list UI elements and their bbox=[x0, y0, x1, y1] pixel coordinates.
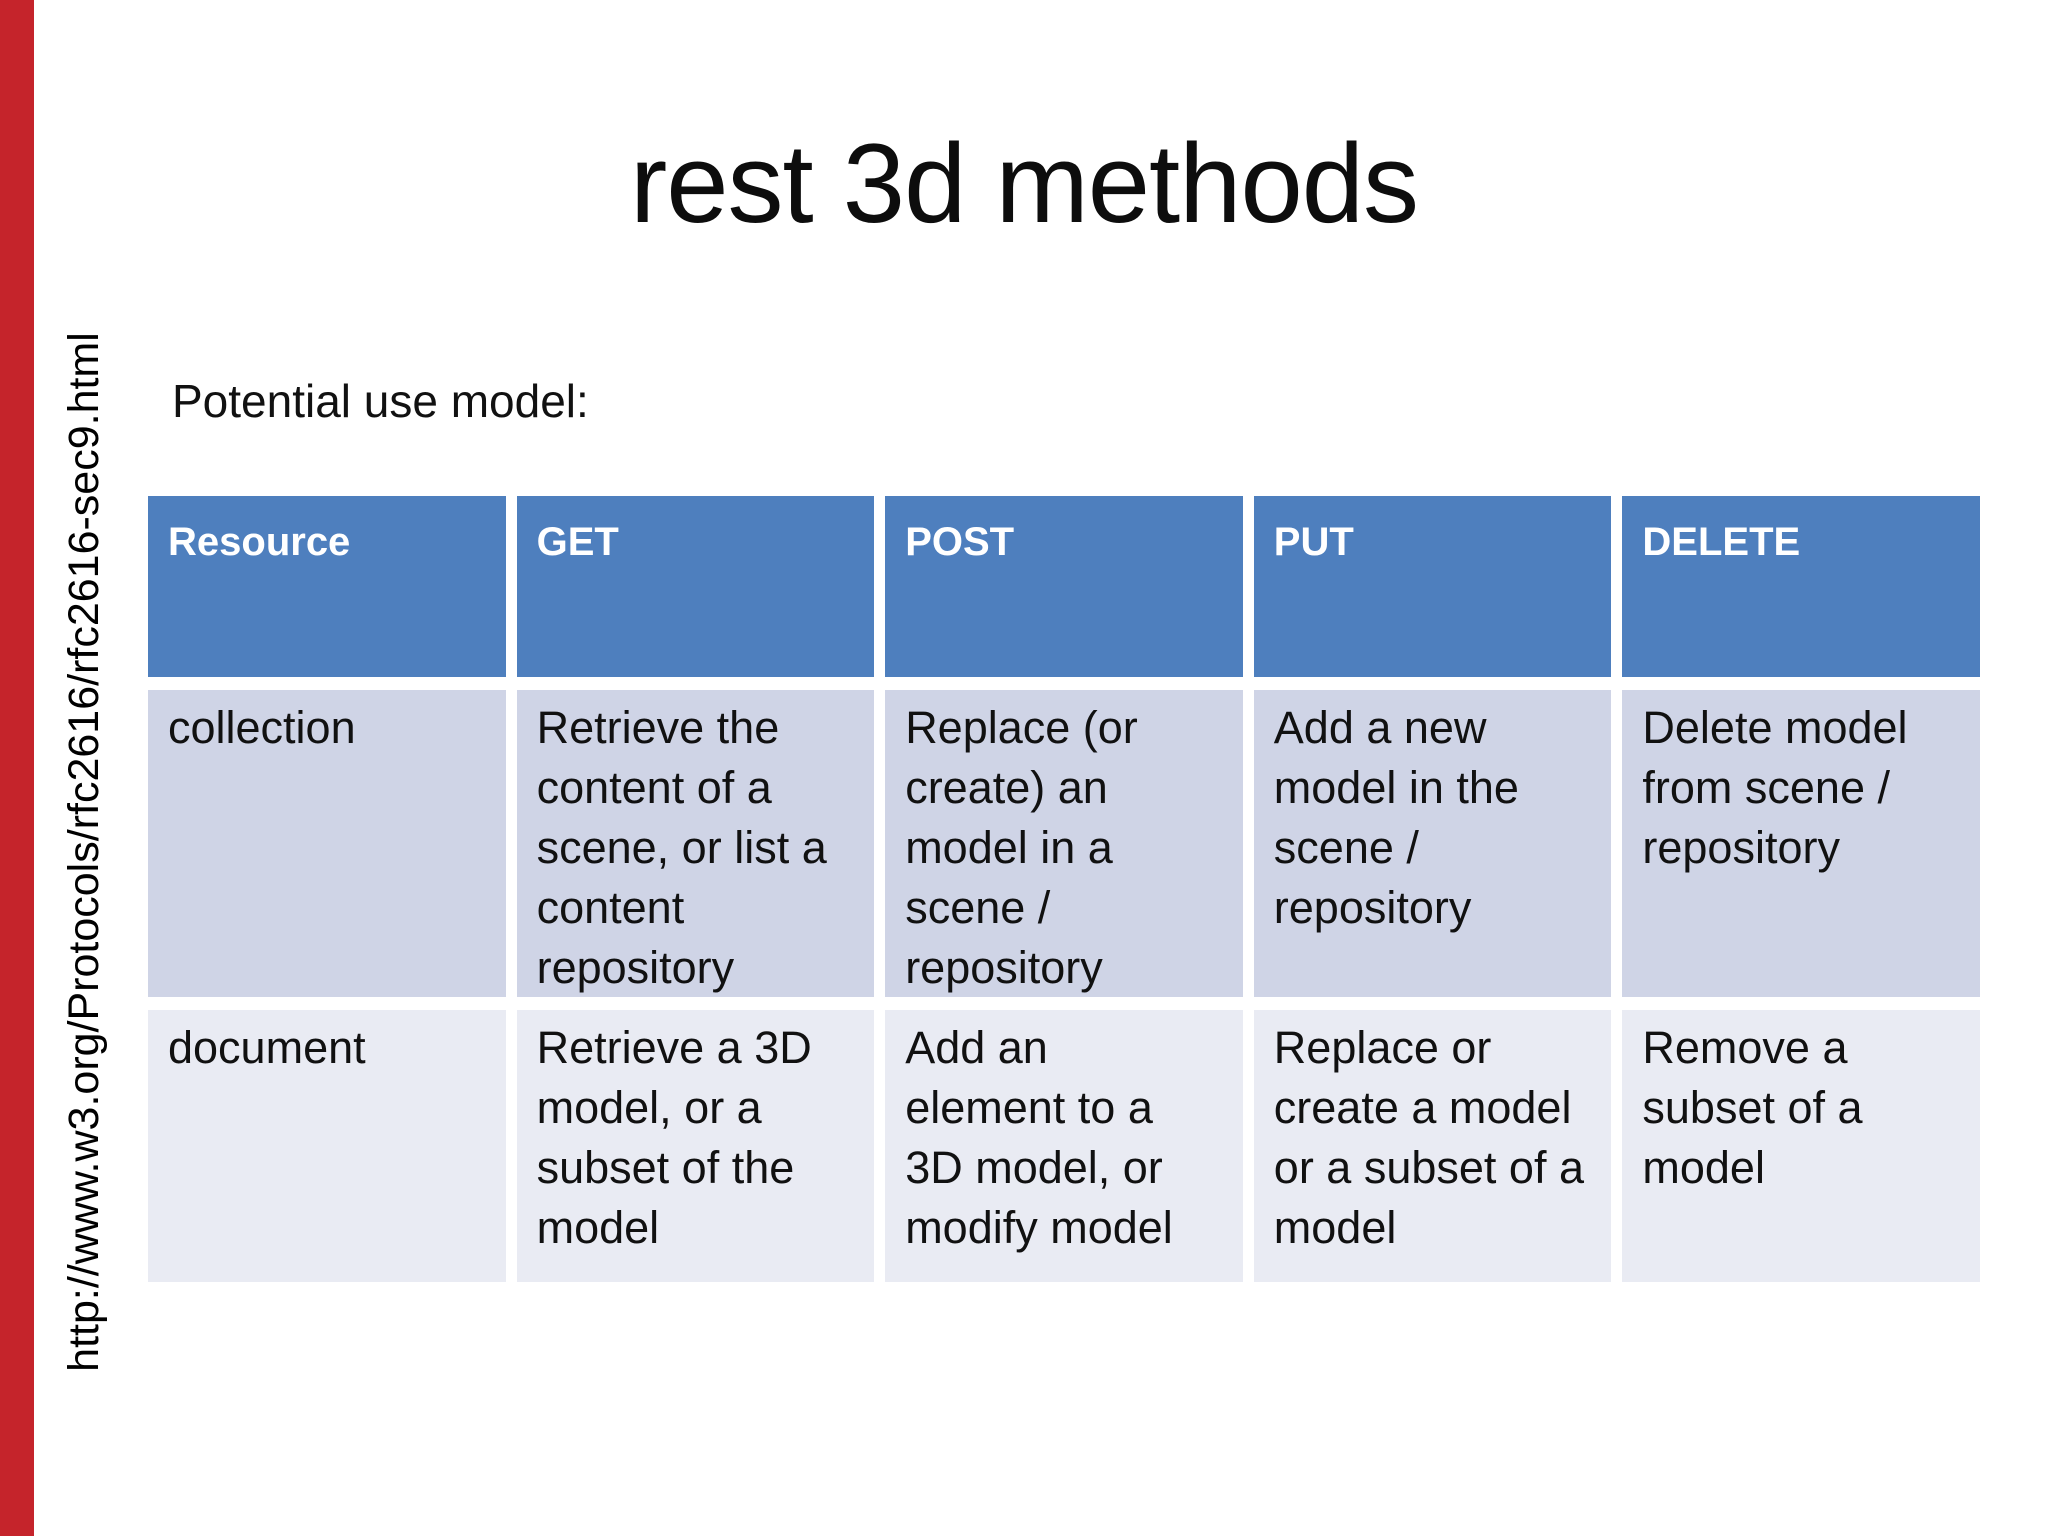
left-accent-bar bbox=[0, 0, 34, 1536]
cell-collection-put: Add a new model in the scene / repositor… bbox=[1253, 690, 1612, 997]
cell-document-delete: Remove a subset of a model bbox=[1622, 1010, 1980, 1282]
header-cell-get: GET bbox=[516, 496, 875, 677]
cell-document-get: Retrieve a 3D model, or a subset of the … bbox=[516, 1010, 875, 1282]
header-cell-put: PUT bbox=[1253, 496, 1612, 677]
header-cell-post: POST bbox=[885, 496, 1243, 677]
page-title: rest 3d methods bbox=[629, 121, 1419, 246]
rest-methods-table: Resource GET POST PUT DELETE collection … bbox=[148, 496, 1980, 1282]
subtitle-potential-use-model: Potential use model: bbox=[172, 375, 589, 427]
header-cell-resource: Resource bbox=[148, 496, 506, 677]
header-cell-delete: DELETE bbox=[1622, 496, 1980, 677]
cell-collection-delete: Delete model from scene / repository bbox=[1622, 690, 1980, 997]
side-url-text: http://www.w3.org/Protocols/rfc2616/rfc2… bbox=[60, 332, 108, 1372]
cell-document-put: Replace or create a model or a subset of… bbox=[1253, 1010, 1612, 1282]
cell-collection-get: Retrieve the content of a scene, or list… bbox=[516, 690, 875, 997]
cell-collection-post: Replace (or create) an model in a scene … bbox=[885, 690, 1243, 997]
cell-document-resource: document bbox=[148, 1010, 506, 1282]
cell-collection-resource: collection bbox=[148, 690, 506, 997]
cell-document-post: Add an element to a 3D model, or modify … bbox=[885, 1010, 1243, 1282]
